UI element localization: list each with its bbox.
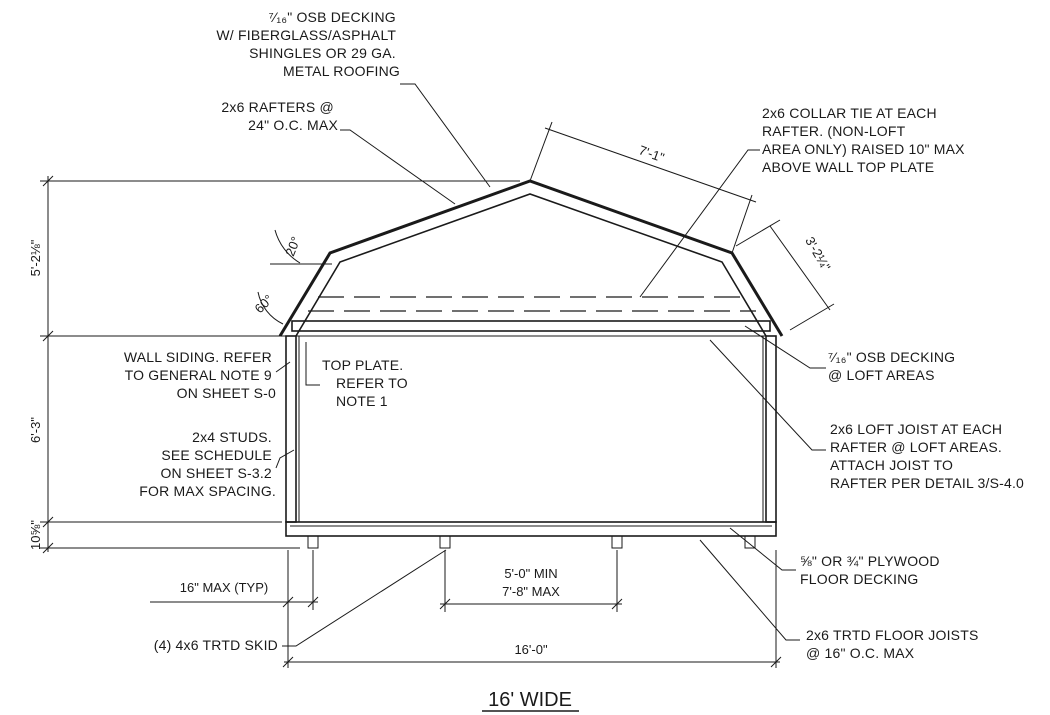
skid-spacing-min-dim: 5'-0" MIN bbox=[504, 566, 557, 581]
right-wall bbox=[765, 335, 777, 523]
collar-tie-note: 2x6 COLLAR TIE AT EACH RAFTER. (NON-LOFT… bbox=[762, 105, 969, 175]
floor-decking-note: ⅝" OR ¾" PLYWOOD FLOOR DECKING bbox=[800, 553, 944, 587]
roof-decking-note: ⁷⁄₁₆" OSB DECKING W/ FIBERGLASS/ASPHALT … bbox=[216, 9, 400, 79]
roof-height-dim: 5'-2⅛" bbox=[28, 239, 43, 276]
leader-lines bbox=[275, 83, 826, 647]
skid-2 bbox=[439, 535, 451, 549]
skid-note: (4) 4x6 TRTD SKID bbox=[154, 637, 278, 653]
studs-note: 2x4 STUDS. SEE SCHEDULE ON SHEET S-3.2 F… bbox=[139, 429, 276, 499]
floor-height-dim: 10⅝" bbox=[28, 520, 43, 550]
loft-joist-note: 2x6 LOFT JOIST AT EACH RAFTER @ LOFT ARE… bbox=[830, 421, 1024, 491]
roof-profile bbox=[278, 179, 784, 337]
skid-1 bbox=[307, 535, 319, 549]
loft-decking-note: ⁷⁄₁₆" OSB DECKING @ LOFT AREAS bbox=[828, 349, 959, 383]
drawing-title: 16' WIDE bbox=[488, 689, 572, 711]
overall-width-dim: 16'-0" bbox=[514, 642, 548, 657]
dimension-lines bbox=[40, 121, 835, 668]
skid-3 bbox=[611, 535, 623, 549]
wall-siding-note: WALL SIDING. REFER TO GENERAL NOTE 9 ON … bbox=[124, 349, 276, 401]
skid-max-dim: 16" MAX (TYP) bbox=[180, 580, 268, 595]
floor-joists-note: 2x6 TRTD FLOOR JOISTS @ 16" O.C. MAX bbox=[806, 627, 983, 661]
loft-framing bbox=[286, 296, 776, 337]
top-plate-note: TOP PLATE. REFER TO NOTE 1 bbox=[322, 357, 412, 409]
floor-deck bbox=[285, 521, 777, 537]
lower-roof-length-dim: 3'-2¼" bbox=[802, 234, 834, 274]
skid-4 bbox=[744, 535, 756, 549]
skid-spacing-max-dim: 7'-8" MAX bbox=[502, 584, 560, 599]
rafters-note: 2x6 RAFTERS @ 24" O.C. MAX bbox=[221, 99, 338, 133]
wall-height-dim: 6'-3" bbox=[28, 417, 43, 443]
loft-joist bbox=[291, 320, 771, 332]
upper-pitch-angle: 20° bbox=[282, 234, 303, 258]
lower-pitch-angle: 60° bbox=[252, 292, 277, 317]
floor-system bbox=[285, 521, 777, 549]
